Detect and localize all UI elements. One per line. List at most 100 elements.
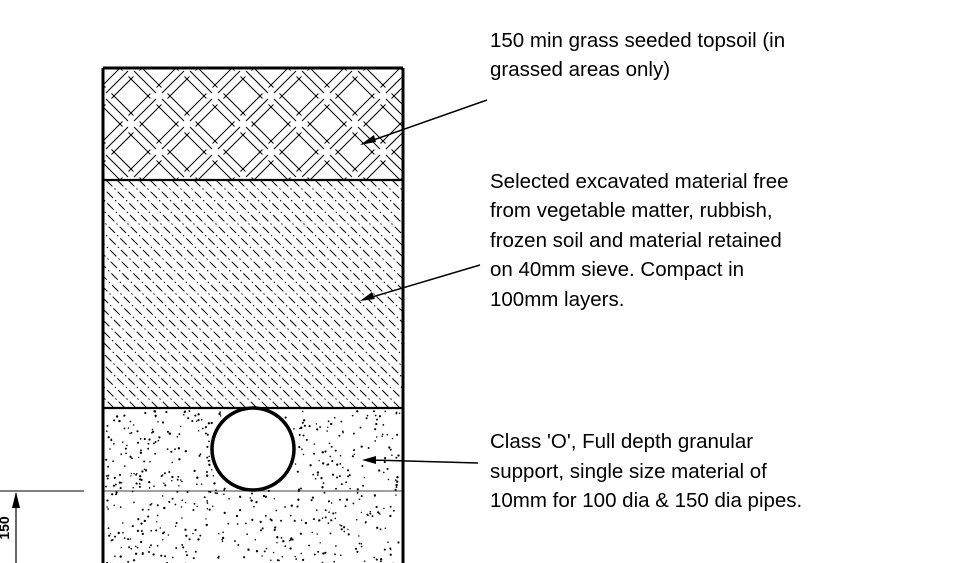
granular-dot	[122, 522, 124, 524]
granular-dot	[395, 486, 398, 488]
granular-dot	[273, 528, 276, 532]
granular-dot	[143, 437, 146, 441]
callout-backfill-line-1: Selected excavated material free	[490, 170, 789, 193]
callout-topsoil-line-1: 150 min grass seeded topsoil (in	[490, 29, 785, 52]
granular-dot	[387, 478, 390, 481]
granular-dot	[135, 482, 138, 485]
granular-dot	[303, 424, 306, 427]
topsoil-hatch-stroke	[168, 38, 190, 60]
granular-dot	[358, 535, 360, 537]
backfill-hatch-stroke	[248, 180, 403, 335]
granular-dot	[139, 475, 142, 478]
topsoil-hatch-stroke	[420, 161, 442, 183]
granular-dot	[112, 443, 115, 445]
granular-dot	[206, 474, 209, 477]
granular-dot	[246, 533, 248, 536]
granular-dot	[149, 460, 151, 463]
granular-dot	[320, 477, 323, 480]
granular-dot	[318, 459, 320, 462]
granular-dot	[373, 494, 377, 497]
granular-dot	[377, 511, 380, 514]
granular-dot	[136, 546, 139, 549]
topsoil-hatch-stroke	[365, 160, 386, 180]
topsoil-hatch-stroke	[241, 38, 263, 60]
topsoil-hatch-stroke	[268, 121, 291, 144]
trench-outline	[101, 66, 405, 563]
granular-dot	[147, 447, 150, 450]
granular-dot	[273, 498, 276, 500]
granular-dot	[318, 519, 321, 522]
granular-dot	[353, 449, 355, 452]
granular-dot	[312, 518, 315, 521]
granular-dot	[327, 463, 330, 466]
granular-dot	[289, 547, 292, 550]
granular-dot	[324, 450, 327, 453]
granular-dot	[208, 440, 210, 443]
granular-dot	[171, 480, 173, 482]
backfill-hatch-stroke	[160, 180, 390, 408]
granular-dot	[119, 555, 122, 558]
granular-dot	[106, 430, 108, 432]
granular-dot	[205, 523, 208, 527]
granular-dot	[275, 509, 278, 512]
granular-dot	[176, 478, 179, 481]
granular-dot	[199, 534, 202, 537]
backfill-hatch-stroke	[103, 363, 148, 408]
topsoil-hatch-stroke	[385, 75, 403, 94]
topsoil-hatch-stroke	[223, 93, 246, 116]
granular-dot	[148, 438, 151, 441]
granular-dot	[179, 425, 182, 428]
topsoil-hatch-stroke	[168, 189, 190, 211]
granular-dot	[313, 452, 316, 455]
topsoil-hatch-stroke	[329, 70, 353, 94]
granular-dot	[255, 550, 259, 553]
granular-dot	[196, 483, 198, 486]
granular-dot	[301, 558, 305, 562]
granular-dot	[151, 431, 153, 434]
granular-dot	[198, 454, 201, 457]
granular-dot	[131, 457, 133, 460]
granular-dot	[322, 462, 325, 465]
granular-dot	[373, 410, 375, 413]
topsoil-hatch-stroke	[363, 104, 386, 127]
granular-dot	[290, 537, 293, 540]
granular-dot	[113, 476, 116, 479]
dimension-label: 150	[0, 516, 12, 540]
granular-dot	[208, 463, 211, 466]
backfill-hatch-stroke	[358, 180, 403, 225]
granular-dot	[330, 519, 333, 522]
granular-dot	[383, 548, 386, 551]
granular-dot	[397, 454, 400, 457]
granular-dot	[162, 474, 164, 476]
granular-dot	[330, 502, 333, 504]
topsoil-hatch-stroke	[156, 121, 179, 144]
granular-dot	[251, 518, 254, 521]
granular-dot	[228, 498, 230, 500]
granular-dot	[311, 496, 315, 499]
topsoil-hatch-stroke	[78, 99, 100, 121]
granular-dot	[321, 517, 324, 519]
granular-dot	[381, 433, 384, 436]
granular-dot	[105, 458, 108, 461]
backfill-hatch-stroke	[138, 180, 368, 408]
granular-dot	[310, 499, 313, 502]
topsoil-hatch-stroke	[240, 149, 263, 172]
granular-dot	[184, 450, 187, 453]
topsoil-hatch-stroke	[279, 93, 302, 116]
topsoil-hatch-stroke	[268, 160, 289, 180]
granular-dot	[178, 458, 181, 461]
backfill-hatch-stroke	[103, 242, 269, 408]
topsoil-hatch-stroke	[189, 126, 213, 150]
granular-dot	[181, 517, 183, 519]
granular-dot	[358, 498, 361, 501]
granular-dot	[161, 421, 165, 424]
topsoil-hatch-stroke	[279, 149, 302, 172]
granular-dot	[174, 503, 177, 506]
granular-dot	[330, 422, 333, 426]
topsoil-hatch-stroke	[218, 43, 240, 65]
granular-dot	[107, 508, 109, 510]
backfill-hatch-stroke	[103, 341, 170, 408]
granular-dot	[129, 538, 132, 540]
topsoil-hatch-stroke	[385, 154, 403, 173]
granular-dot	[167, 534, 170, 536]
